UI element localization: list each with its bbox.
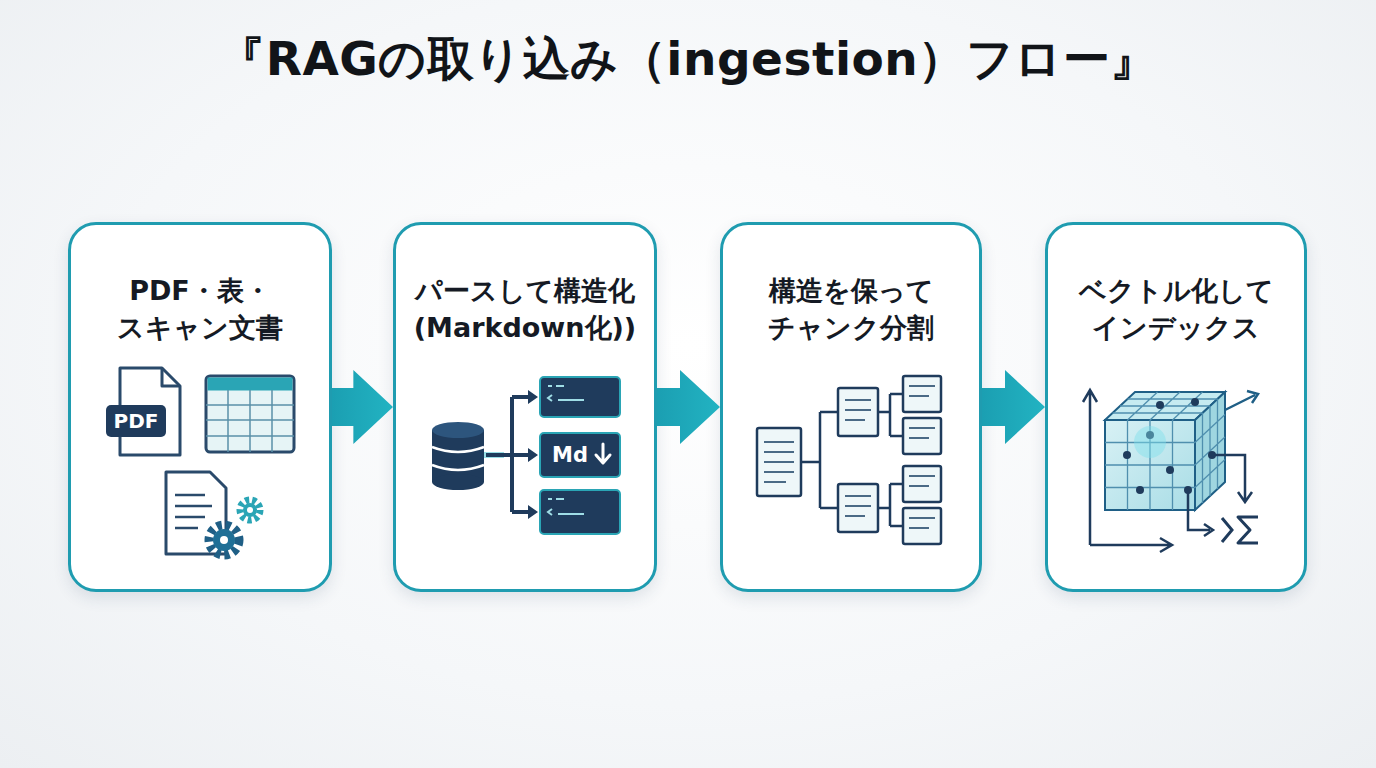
icon-label: PDF [106, 405, 166, 437]
diagram-title: 『RAGの取り込み（ingestion）フロー』 [0, 28, 1376, 91]
box-label: PDF・表・ スキャン文書 [85, 273, 315, 346]
process-box: 構造を保って チャンク分割 [720, 222, 982, 592]
box-label: ベクトル化して インデックス [1062, 273, 1290, 346]
pdf-badge [106, 405, 166, 437]
box-label: 構造を保って チャンク分割 [737, 273, 965, 346]
flow-arrow [982, 370, 1045, 444]
flow-arrow [657, 370, 720, 444]
icon-label: Md [546, 440, 594, 470]
flow-arrow [332, 370, 393, 444]
box-label: パースして構造化 (Markdown化)) [410, 273, 640, 346]
process-box: PDF・表・ スキャン文書 [68, 222, 332, 592]
process-box: パースして構造化 (Markdown化)) [393, 222, 657, 592]
process-box: ベクトル化して インデックス [1045, 222, 1307, 592]
